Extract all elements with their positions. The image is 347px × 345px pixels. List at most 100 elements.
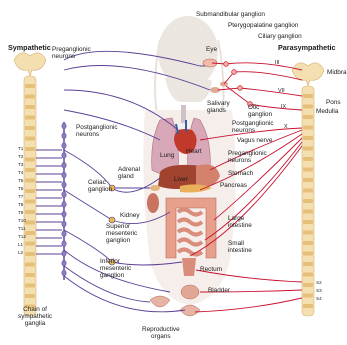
spinal-segment	[25, 95, 35, 99]
spinal-segment	[25, 137, 35, 141]
spinal-segment	[25, 210, 35, 214]
sympathetic-ganglion-chain	[62, 122, 66, 280]
cranial-nerve-VII-label: VII	[278, 88, 285, 95]
spinal-level-label: L1	[18, 242, 23, 247]
rectum-label: Rectum	[200, 266, 222, 273]
ciliary-ganglion-label: Ciliary ganglion	[258, 33, 302, 40]
large-intestine-label: Large intestine	[228, 215, 252, 229]
spinal-segment	[25, 126, 35, 130]
lung-label: Lung	[160, 152, 174, 159]
preganglionic-neurons-right-label: Preganglionic neurons	[228, 150, 267, 164]
spinal-level-label: T7	[18, 194, 23, 199]
otic-ganglion-label: Otic ganglion	[248, 104, 272, 118]
liver-label: Liver	[174, 176, 188, 183]
parasympathetic-title: Parasympathetic	[278, 44, 336, 51]
spinal-segment	[303, 168, 313, 172]
spinal-segment	[303, 262, 313, 266]
spinal-level-label: T12	[18, 234, 26, 239]
spinal-level-label: T6	[18, 186, 23, 191]
spinal-segment	[25, 263, 35, 267]
face-silhouette	[165, 78, 212, 102]
kidney-organ	[147, 193, 159, 213]
postganglionic-neurons-right-label: Postganglionic neurons	[232, 120, 274, 134]
pterygopalatine-ganglion-label: Pterygopalatine ganglion	[228, 22, 298, 29]
cranial-nerve-X-label: X	[284, 124, 288, 131]
preganglionic-neurons-left-label: Preganglionic neurons	[52, 46, 91, 60]
celiac-ganglion-label: Celiac ganglion	[88, 179, 112, 193]
spinal-level-label: T4	[18, 170, 23, 175]
chain-ganglion	[62, 152, 66, 158]
parasympathetic-nerve-path	[195, 298, 302, 312]
medulla-label: Medulla	[316, 108, 338, 115]
spinal-segment	[303, 210, 313, 214]
spinal-segment	[25, 242, 35, 246]
midbrain-label: Midbra	[327, 69, 347, 76]
cranial-ganglion	[232, 70, 237, 75]
chain-ganglion	[62, 221, 66, 227]
stomach-label: Stomach	[228, 170, 253, 177]
parasympathetic-segments	[303, 94, 313, 308]
chain-ganglion	[62, 201, 66, 207]
chain-ganglion	[62, 123, 66, 129]
sacral-level-label: S4	[316, 296, 322, 301]
spinal-segment	[25, 200, 35, 204]
spinal-segment	[25, 231, 35, 235]
spinal-segment	[303, 136, 313, 140]
chain-ganglion	[62, 182, 66, 188]
spinal-level-label: T9	[18, 210, 23, 215]
rectum-organ	[182, 258, 196, 276]
spinal-segment	[25, 294, 35, 298]
chain-ganglion	[62, 241, 66, 247]
vagus-nerve-label: Vagus nerve	[237, 137, 272, 144]
spinal-segment	[25, 84, 35, 88]
spinal-segment	[303, 252, 313, 256]
sacral-level-label: S2	[316, 280, 322, 285]
sympathetic-title: Sympathetic	[8, 44, 51, 51]
chain-ganglion	[62, 143, 66, 149]
spinal-segment	[303, 94, 313, 98]
reproductive-organs-label: Reproductive organs	[142, 326, 180, 340]
spinal-segment	[303, 231, 313, 235]
spinal-segment	[25, 273, 35, 277]
cranial-ganglion	[224, 62, 229, 67]
bladder-organ	[181, 285, 199, 299]
chain-ganglion	[62, 162, 66, 168]
spinal-segment	[25, 179, 35, 183]
spinal-level-label: T11	[18, 226, 26, 231]
spinal-level-label: T1	[18, 146, 23, 151]
spinal-segment	[303, 115, 313, 119]
reproductive-organ	[150, 296, 170, 307]
spinal-level-label: T5	[18, 178, 23, 183]
chain-ganglion	[62, 172, 66, 178]
chain-ganglion	[62, 270, 66, 276]
spinal-segment	[303, 126, 313, 130]
spinal-segment	[303, 294, 313, 298]
spinal-segment	[25, 168, 35, 172]
spinal-segment	[303, 199, 313, 203]
spinal-level-label: T8	[18, 202, 23, 207]
submandibular-ganglion-label: Submandibular ganglion	[196, 11, 265, 18]
spinal-segment	[25, 189, 35, 193]
spinal-segment	[25, 147, 35, 151]
chain-ganglion	[62, 192, 66, 198]
chain-of-sympathetic-ganglia-label: Chain of sympathetic ganglia	[18, 306, 52, 327]
spinal-segment	[303, 157, 313, 161]
chain-ganglion	[62, 260, 66, 266]
spinal-segment	[25, 252, 35, 256]
spinal-segment	[303, 304, 313, 308]
spinal-segment	[25, 284, 35, 288]
pancreas-label: Pancreas	[220, 182, 247, 189]
heart-label: Heart	[186, 148, 202, 155]
inferior-mesenteric-ganglion-label: Inferior mesenteric ganglion	[100, 258, 131, 279]
kidney-label: Kidney	[120, 212, 140, 219]
cranial-ganglion	[238, 86, 243, 91]
spinal-segment	[303, 178, 313, 182]
spinal-segment	[303, 273, 313, 277]
chain-ganglion	[62, 231, 66, 237]
spinal-level-label: T10	[18, 218, 26, 223]
spinal-level-label: T2	[18, 154, 23, 159]
spinal-segment	[303, 189, 313, 193]
spinal-segment	[25, 221, 35, 225]
spinal-segment	[303, 147, 313, 151]
